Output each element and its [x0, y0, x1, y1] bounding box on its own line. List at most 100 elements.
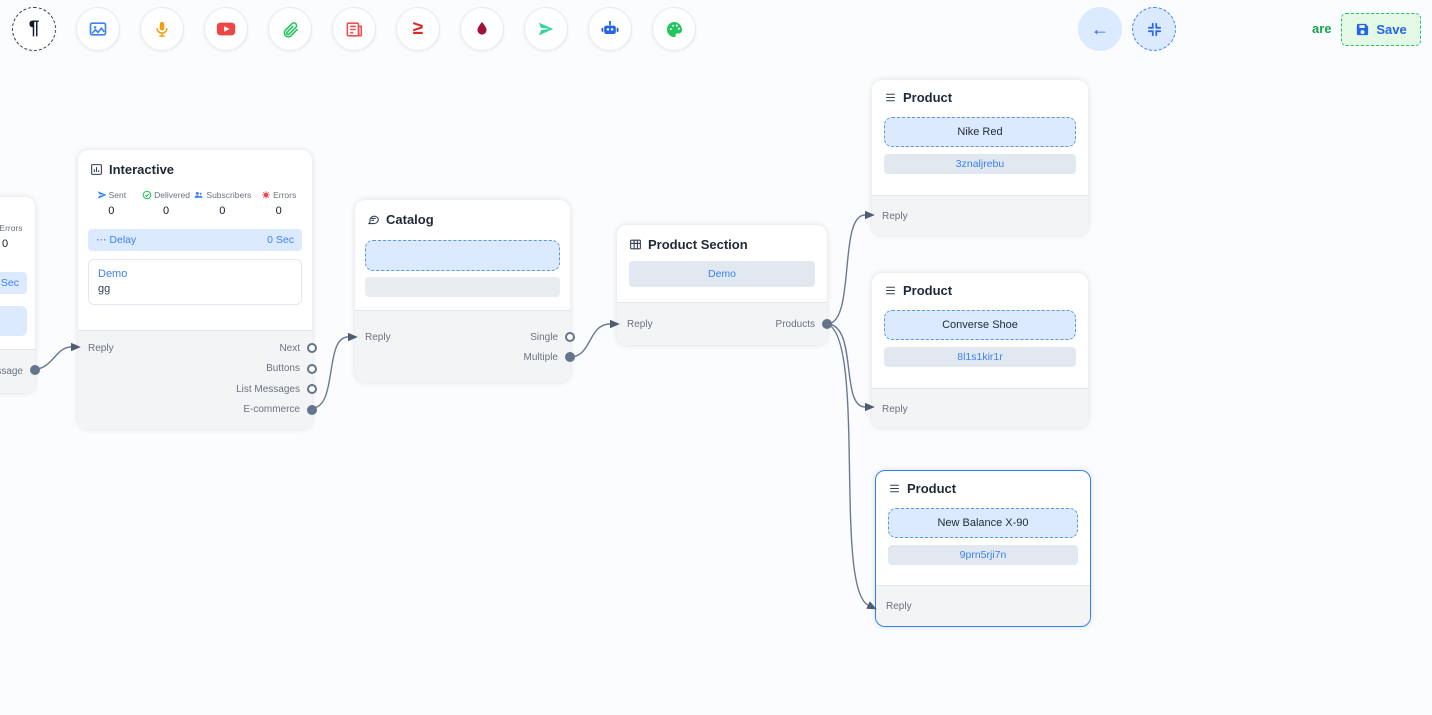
share-button-partial[interactable]: are [1312, 21, 1332, 36]
edge-products-to-product3 [826, 323, 877, 610]
theme-tool-button[interactable] [652, 7, 696, 51]
youtube-tool-button[interactable] [204, 7, 248, 51]
product-name-box[interactable]: New Balance X-90 [888, 508, 1078, 538]
node-stats: Sent 0 Delivered 0 Subscribers 0 Errors … [78, 181, 312, 219]
back-button[interactable]: ← [1078, 7, 1122, 51]
paperclip-icon [283, 21, 298, 38]
output-products-label: Products [775, 318, 815, 330]
greater-equal-icon: ≥ [412, 18, 424, 39]
output-multiple-port[interactable] [565, 352, 575, 362]
fit-view-button[interactable] [1132, 7, 1176, 51]
errors-label: Errors [0, 223, 23, 233]
catalog-icon [367, 215, 379, 225]
product-name-box[interactable]: Converse Shoe [884, 310, 1076, 340]
robot-icon [601, 20, 619, 34]
attachment-tool-button[interactable] [268, 7, 312, 51]
output-ecommerce-port[interactable] [307, 404, 317, 415]
output-ecommerce-label: E-commerce [243, 404, 300, 416]
reply-label: Reply [627, 318, 653, 330]
bot-tool-button[interactable] [588, 7, 632, 51]
newspaper-icon [346, 21, 362, 37]
output-next-port[interactable] [307, 343, 317, 353]
message-output-label: Message [0, 366, 23, 377]
catalog-secondary-box[interactable] [365, 277, 560, 297]
output-buttons-port[interactable] [307, 363, 317, 374]
product-code-box[interactable]: 9prn5rji7n [888, 545, 1078, 565]
sent-icon [97, 191, 107, 199]
catalog-node[interactable]: Catalog Reply Single Multiple [355, 200, 575, 382]
menu-icon [890, 484, 899, 493]
droplet-icon [477, 21, 487, 35]
image-icon [89, 22, 107, 36]
grid-icon [630, 239, 641, 250]
output-buttons-label: Buttons [266, 363, 300, 375]
output-listmessages-label: List Messages [236, 383, 300, 395]
delay-value: 0 Sec [267, 234, 294, 246]
send-icon [538, 22, 554, 36]
microphone-tool-button[interactable] [140, 7, 184, 51]
reply-label: Reply [882, 403, 908, 415]
save-icon [1357, 23, 1369, 36]
edge-products-to-product1 [826, 210, 875, 325]
interactive-icon [91, 164, 102, 175]
send-tool-button[interactable] [524, 7, 568, 51]
paragraph-icon: ¶ [28, 18, 40, 39]
drip-tool-button[interactable] [460, 7, 504, 51]
section-item-button[interactable]: Demo [629, 261, 815, 287]
output-next-label: Next [279, 342, 300, 354]
message-body: gg [98, 283, 111, 295]
menu-icon [886, 93, 895, 102]
clipped-message-node[interactable]: Errors 0 0 Sec Message [0, 197, 40, 393]
node-title: Product [907, 481, 957, 496]
message-title: Demo [98, 268, 128, 280]
node-title: Catalog [386, 212, 434, 227]
edge-products-to-product2 [826, 323, 875, 412]
save-button[interactable]: Save [1341, 13, 1421, 46]
errors-value: 0 [1, 238, 9, 250]
ellipsis-icon: ⋯ [96, 234, 107, 246]
image-tool-button[interactable] [76, 7, 120, 51]
message-output-port[interactable] [30, 365, 40, 375]
product-section-node[interactable]: Product Section Demo Reply Products [617, 225, 832, 345]
edge-message-to-interactive [34, 342, 81, 370]
node-title: Product Section [648, 237, 748, 252]
catalog-item-box[interactable] [365, 240, 560, 271]
message-box[interactable]: Demo gg [88, 259, 302, 305]
output-products-port[interactable] [822, 319, 832, 329]
subscribers-icon [194, 191, 203, 198]
edge-multiple-to-productsection [569, 319, 620, 358]
reply-label: Reply [365, 331, 391, 343]
paragraph-tool-button[interactable]: ¶ [12, 7, 56, 51]
delay-row[interactable]: ⋯ Delay 0 Sec [88, 229, 302, 251]
node-title: Interactive [109, 162, 175, 177]
interactive-node[interactable]: Interactive Sent 0 Delivered 0 Subscribe… [78, 150, 317, 429]
output-multiple-label: Multiple [523, 351, 558, 363]
microphone-icon [156, 21, 168, 37]
reply-label: Reply [882, 210, 908, 222]
youtube-icon [216, 22, 236, 36]
delivered-icon [142, 190, 152, 200]
compress-icon [1147, 22, 1161, 36]
product-name-box[interactable]: Nike Red [884, 117, 1076, 147]
reply-label: Reply [886, 600, 912, 612]
delay-label: Delay [109, 234, 137, 246]
edge-ecommerce-to-catalog [311, 332, 358, 409]
output-listmessages-port[interactable] [307, 384, 317, 394]
back-arrow-icon: ← [1091, 18, 1109, 39]
node-title: Product [903, 90, 953, 105]
save-button-label: Save [1376, 22, 1407, 37]
product-code-box[interactable]: 8l1s1kir1r [884, 347, 1076, 367]
errors-icon [262, 191, 270, 199]
product-code-box[interactable]: 3znaljrebu [884, 154, 1076, 174]
output-single-port[interactable] [565, 332, 575, 342]
delay-value: 0 Sec [0, 277, 19, 289]
node-title: Product [903, 283, 953, 298]
toolbar: ¶ ≥ [12, 7, 696, 51]
message-preview-box[interactable] [0, 306, 27, 336]
condition-tool-button[interactable]: ≥ [396, 7, 440, 51]
product-node-2[interactable]: Product Converse Shoe 8l1s1kir1r Reply [872, 273, 1088, 428]
product-node-3[interactable]: Product New Balance X-90 9prn5rji7n Repl… [875, 470, 1091, 627]
template-tool-button[interactable] [332, 7, 376, 51]
reply-label: Reply [88, 342, 114, 354]
product-node-1[interactable]: Product Nike Red 3znaljrebu Reply [872, 80, 1088, 235]
